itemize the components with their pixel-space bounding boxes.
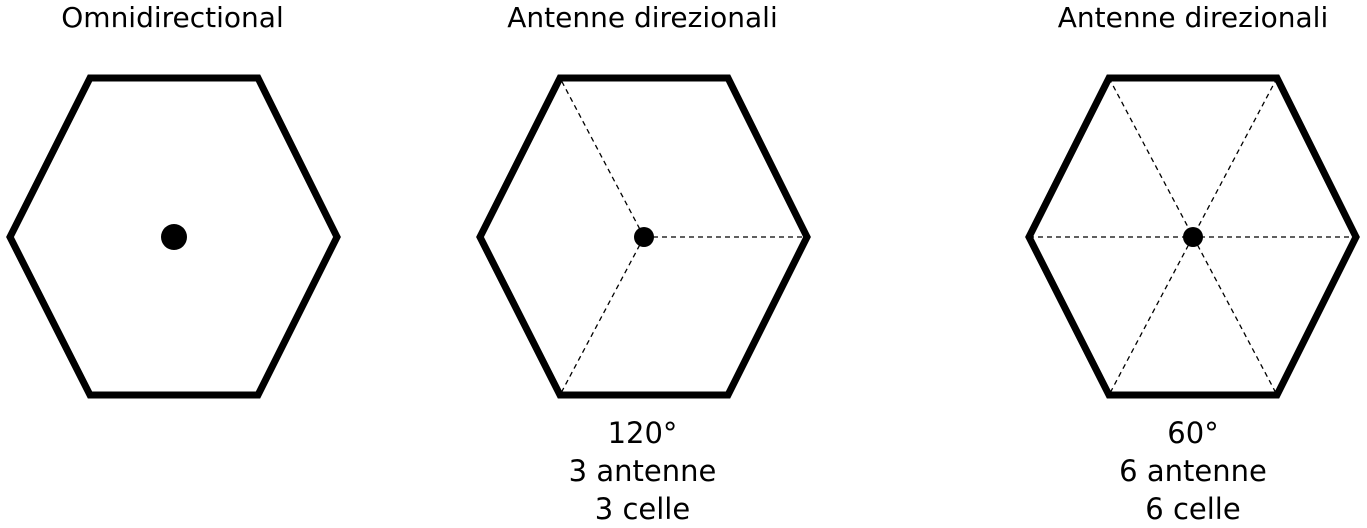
- panel-omnidirectional: Omnidirectional: [0, 0, 345, 525]
- sector-divider: [1108, 77, 1278, 396]
- panel-title: Antenne direzionali: [507, 1, 778, 34]
- sector-divider: [559, 236, 645, 396]
- sector-divider: [1108, 77, 1278, 396]
- cell-count: 6 celle: [1145, 492, 1241, 526]
- cell-hexagon: [1025, 74, 1360, 399]
- panel-title: Omnidirectional: [61, 1, 284, 34]
- cell-hexagon: [476, 74, 811, 399]
- sector-angle: 60°: [1167, 416, 1219, 450]
- antenna-dot-icon: [1183, 227, 1203, 247]
- hexagon-diagram: [476, 74, 811, 399]
- cell-hexagon: [6, 74, 341, 399]
- cell-count: 3 celle: [594, 492, 691, 526]
- antenna-dot-icon: [634, 227, 654, 247]
- sector-angle: 120°: [607, 416, 678, 450]
- hexagon-diagram: [1025, 74, 1360, 399]
- antenna-dot-icon: [161, 224, 187, 250]
- panel-title: Antenne direzionali: [1057, 1, 1329, 34]
- sector-caption: 60° 6 antenne 6 celle: [1019, 414, 1367, 528]
- antenna-count: 6 antenne: [1119, 454, 1267, 488]
- antenna-count: 3 antenne: [568, 454, 717, 488]
- sector-caption: 120° 3 antenne 3 celle: [470, 414, 815, 528]
- sector-divider: [559, 77, 645, 238]
- panel-six-sectors: Antenne direzionali 60° 6 antenne 6 cell…: [1019, 0, 1367, 528]
- panel-three-sectors: Antenne direzionali 120° 3 antenne 3 cel…: [470, 0, 815, 528]
- hexagon-diagram: [6, 74, 341, 399]
